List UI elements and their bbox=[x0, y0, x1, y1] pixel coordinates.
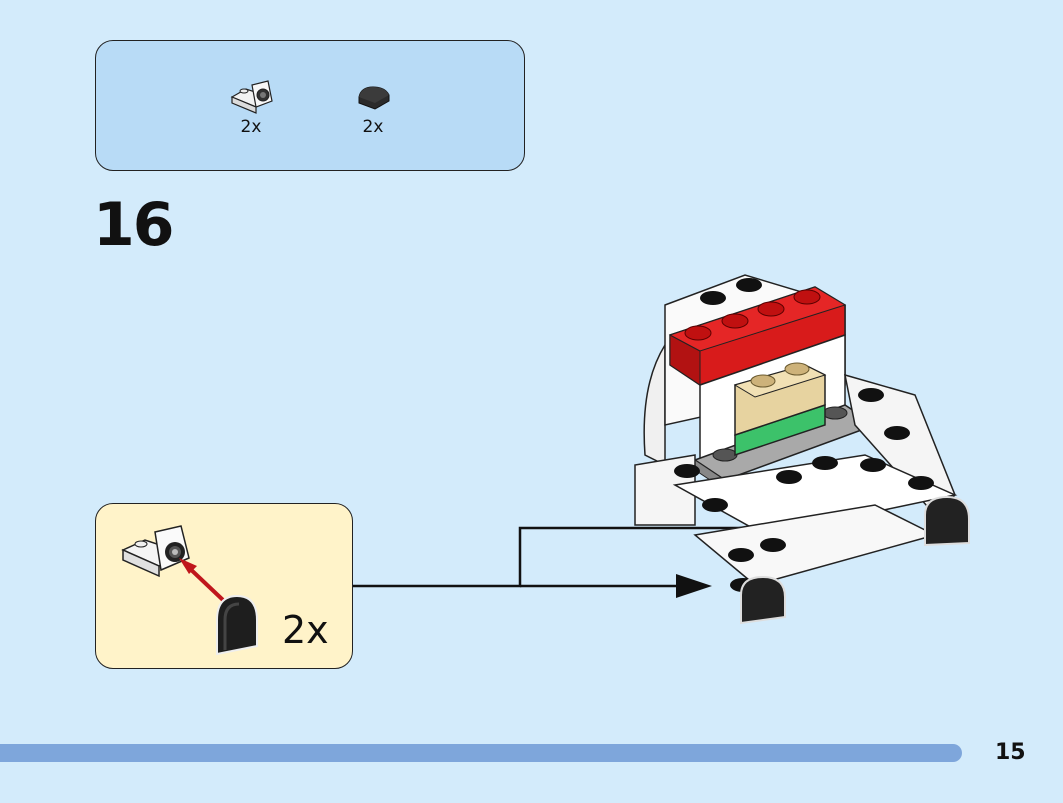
step-number: 16 bbox=[93, 190, 174, 260]
sub-assembly-illustration bbox=[121, 525, 258, 656]
parts-list-item: 2x bbox=[221, 79, 281, 137]
page-number: 15 bbox=[995, 740, 1026, 765]
part-quantity: 2x bbox=[240, 117, 262, 137]
round-tile-icon bbox=[358, 86, 390, 110]
parts-list-box: 2x 2x bbox=[95, 40, 525, 171]
model-illustration bbox=[634, 274, 970, 625]
callout-quantity: 2x bbox=[282, 608, 329, 652]
sub-assembly-callout: 2x bbox=[95, 503, 353, 669]
progress-bar bbox=[0, 744, 962, 762]
bracket-with-pin-hole-icon bbox=[230, 80, 273, 114]
parts-list-item: 2x bbox=[343, 81, 403, 137]
part-quantity: 2x bbox=[362, 117, 384, 137]
